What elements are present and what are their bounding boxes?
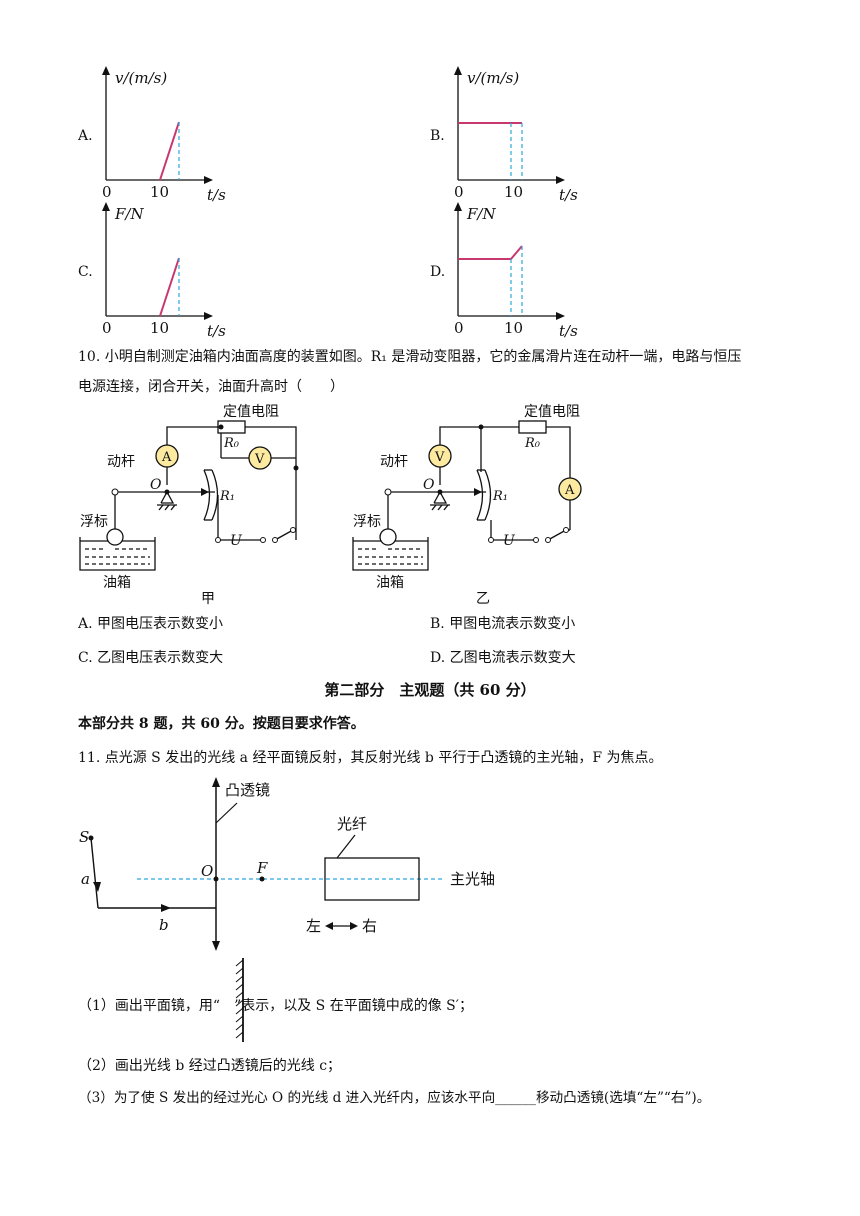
left-label: 左 xyxy=(306,917,321,935)
graph-b-tick: 10 xyxy=(504,183,523,201)
lens-label: 凸透镜 xyxy=(225,781,270,799)
yi-fixed-resistor-label: 定值电阻 xyxy=(524,404,580,420)
yi-float-label: 浮标 xyxy=(353,514,381,530)
graph-d-tick: 10 xyxy=(504,319,523,337)
jia-pivot-label: O xyxy=(150,477,162,493)
caption-jia: 甲 xyxy=(201,591,215,607)
q11-sub1: （1）画出平面镜，用“ ”表示，以及 S 在平面镜中成的像 S′； xyxy=(78,996,473,1016)
q10-option-b[interactable]: B. 甲图电流表示数变小 xyxy=(430,616,576,632)
graph-d: F/N 0 10 t/s xyxy=(454,202,578,340)
ray-a-label: a xyxy=(81,870,90,888)
graph-b-origin: 0 xyxy=(454,183,464,201)
q11-sub1-post: ”表示，以及 S 在平面镜中成的像 S′； xyxy=(234,998,473,1014)
optics-figure: 凸透镜 光纤 主光轴 S a b O F 左 右 xyxy=(79,777,495,951)
yi-tank-label: 油箱 xyxy=(376,575,404,591)
q11-sub1-pre: （1）画出平面镜，用“ xyxy=(78,998,221,1014)
graph-b-ylabel: v/(m/s) xyxy=(467,69,519,87)
jia-tank-label: 油箱 xyxy=(103,575,131,591)
ammeter-yi xyxy=(558,477,582,501)
graph-c-xlabel: t/s xyxy=(207,322,226,340)
graph-c: F/N 0 10 t/s xyxy=(102,202,226,340)
point-f-label: F xyxy=(256,859,268,877)
graph-c-curve xyxy=(159,257,180,317)
q11-sub2: （2）画出光线 b 经过凸透镜后的光线 c； xyxy=(78,1058,342,1074)
jia-float-label: 浮标 xyxy=(80,514,108,530)
graph-b-xlabel: t/s xyxy=(559,186,578,204)
q10-option-c[interactable]: C. 乙图电压表示数变大 xyxy=(78,650,224,666)
right-label: 右 xyxy=(362,917,377,935)
q10-stem-line2: 电源连接，闭合开关，油面升高时（ ） xyxy=(78,379,344,395)
voltmeter-yi xyxy=(428,444,452,468)
ray-b-label: b xyxy=(159,916,169,934)
yi-r0-label: R₀ xyxy=(524,436,541,451)
voltmeter-jia-label: V xyxy=(254,452,265,467)
q11-stem: 11. 点光源 S 发出的光线 a 经平面镜反射，其反射光线 b 平行于凸透镜的… xyxy=(78,750,663,766)
graph-a-ylabel: v/(m/s) xyxy=(115,69,167,87)
yi-r1-label: R₁ xyxy=(492,489,508,504)
graph-a-xlabel: t/s xyxy=(207,186,226,204)
option-letter-d: D. xyxy=(430,264,446,280)
option-letter-c: C. xyxy=(78,264,93,280)
jia-r0-label: R₀ xyxy=(223,436,240,451)
q11-sub3: （3）为了使 S 发出的经过光心 O 的光线 d 进入光纤内，应该水平向____… xyxy=(78,1090,711,1106)
axis-label: 主光轴 xyxy=(450,870,495,888)
part2-intro: 本部分共 8 题，共 60 分。按题目要求作答。 xyxy=(78,716,365,732)
q10-option-a[interactable]: A. 甲图电压表示数变小 xyxy=(78,616,224,632)
caption-yi: 乙 xyxy=(476,591,490,607)
jia-source-label: U xyxy=(230,533,243,549)
yi-lever-label: 动杆 xyxy=(380,454,408,470)
jia-fixed-resistor-label: 定值电阻 xyxy=(223,404,279,420)
graph-a: v/(m/s) 0 10 t/s xyxy=(102,66,226,204)
circuit-yi: V A 定值电阻 R₀ R₁ 动杆 O 浮标 油箱 U 乙 xyxy=(352,404,582,607)
graph-a-tick: 10 xyxy=(150,183,169,201)
graph-c-origin: 0 xyxy=(102,319,112,337)
jia-lever-label: 动杆 xyxy=(107,454,135,470)
point-s-label: S xyxy=(79,828,89,846)
graph-d-xlabel: t/s xyxy=(559,322,578,340)
yi-source-label: U xyxy=(503,533,516,549)
point-o-label: O xyxy=(201,862,213,880)
optical-fiber xyxy=(324,857,420,901)
graph-a-origin: 0 xyxy=(102,183,112,201)
jia-r1-label: R₁ xyxy=(219,489,235,504)
graph-a-curve xyxy=(159,121,180,181)
option-letter-b: B. xyxy=(430,128,445,144)
ammeter-yi-label: A xyxy=(564,483,575,498)
graph-d-curve xyxy=(458,245,523,260)
voltmeter-yi-label: V xyxy=(434,450,445,465)
q10-option-d[interactable]: D. 乙图电流表示数变大 xyxy=(430,650,576,666)
yi-pivot-label: O xyxy=(423,477,435,493)
graph-b: v/(m/s) 0 10 t/s xyxy=(454,66,578,204)
graph-c-tick: 10 xyxy=(150,319,169,337)
circuit-jia: A V 定值电阻 R₀ R₁ 动杆 O 浮标 油箱 U 甲 xyxy=(79,404,299,607)
plane-mirror-icon xyxy=(235,958,244,1042)
ammeter-jia xyxy=(155,444,179,468)
graph-d-origin: 0 xyxy=(454,319,464,337)
voltmeter-jia xyxy=(248,446,272,470)
graph-d-ylabel: F/N xyxy=(466,205,496,223)
q10-stem-line1: 10. 小明自制测定油箱内油面高度的装置如图。R₁ 是滑动变阻器，它的金属滑片连… xyxy=(78,349,742,365)
fiber-label: 光纤 xyxy=(337,815,367,833)
option-letter-a: A. xyxy=(78,128,93,144)
part2-title: 第二部分 主观题（共 60 分） xyxy=(324,681,536,699)
graph-c-ylabel: F/N xyxy=(114,205,144,223)
ammeter-jia-label: A xyxy=(161,450,172,465)
